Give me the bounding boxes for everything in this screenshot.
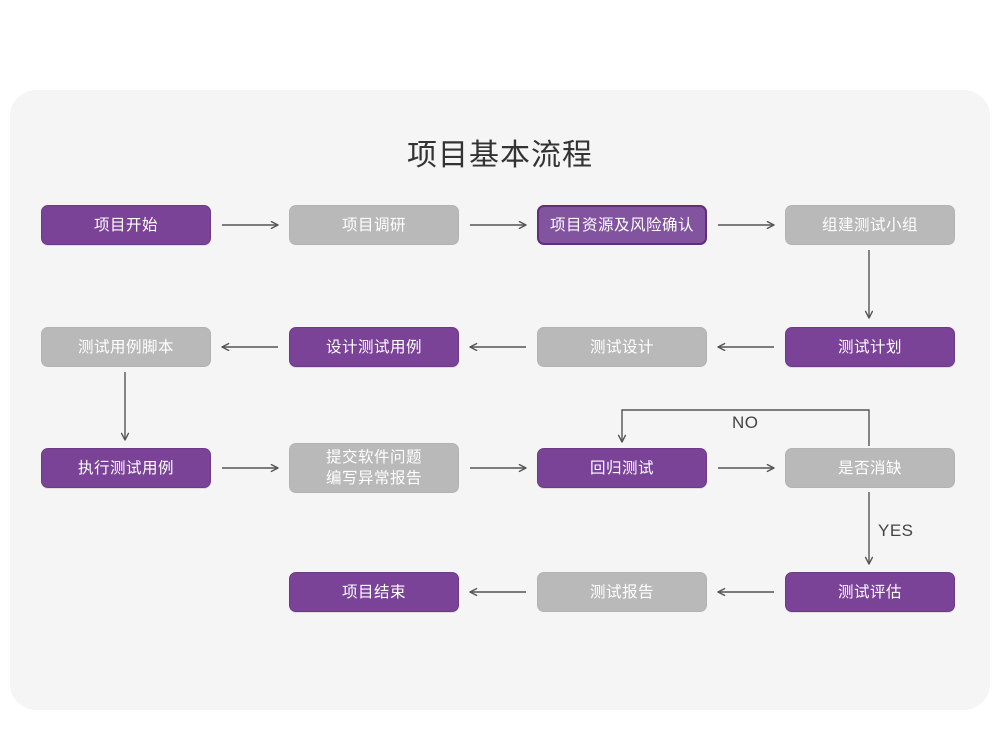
node-test-case-script[interactable]: 测试用例脚本 xyxy=(41,327,211,367)
node-test-plan[interactable]: 测试计划 xyxy=(785,327,955,367)
node-build-test-team[interactable]: 组建测试小组 xyxy=(785,205,955,245)
page-title: 项目基本流程 xyxy=(407,139,593,172)
node-submit-issue-report-line1: 提交软件问题 xyxy=(325,449,422,466)
diagram-panel xyxy=(10,90,990,710)
node-defect-cleared[interactable]: 是否消缺 xyxy=(785,448,955,488)
node-submit-issue-report-line2: 编写异常报告 xyxy=(325,470,422,487)
node-test-evaluation[interactable]: 测试评估 xyxy=(785,572,955,612)
node-execute-test-case[interactable]: 执行测试用例 xyxy=(41,448,211,488)
node-project-start[interactable]: 项目开始 xyxy=(41,205,211,245)
node-design-test-case[interactable]: 设计测试用例 xyxy=(289,327,459,367)
node-test-design[interactable]: 测试设计 xyxy=(537,327,707,367)
node-regression-test[interactable]: 回归测试 xyxy=(537,448,707,488)
node-project-research[interactable]: 项目调研 xyxy=(289,205,459,245)
node-test-report[interactable]: 测试报告 xyxy=(537,572,707,612)
node-submit-issue-report[interactable]: 提交软件问题 编写异常报告 xyxy=(289,443,459,493)
node-resource-risk-confirm[interactable]: 项目资源及风险确认 xyxy=(537,205,707,245)
edge-label-yes: YES xyxy=(878,521,914,540)
node-project-end[interactable]: 项目结束 xyxy=(289,572,459,612)
edge-label-no: NO xyxy=(732,413,759,432)
